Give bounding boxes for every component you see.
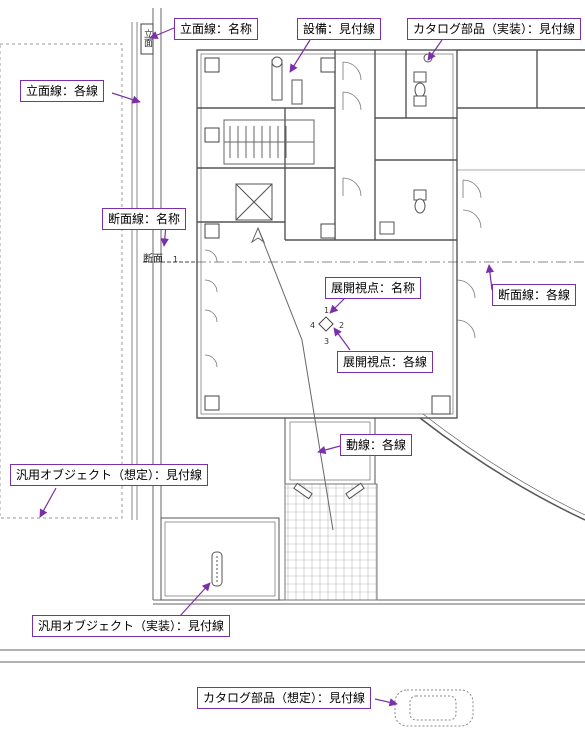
callout-equipment: 設備：見付線 — [297, 18, 382, 40]
section-mark: 断面 1 — [143, 252, 196, 265]
view-point-2: 2 — [339, 321, 344, 330]
callout-generic-actual: 汎用オブジェクト（実装）：見付線 — [32, 615, 231, 637]
columns — [204, 57, 451, 415]
callout-section-line: 断面線：各線 — [492, 284, 577, 306]
callout-section-name: 断面線：名称 — [102, 208, 187, 230]
section-mark-number: 1 — [173, 255, 178, 264]
equipment-pipes — [271, 56, 303, 105]
callout-catalog-assumed: カタログ部品（想定）：見付線 — [197, 687, 372, 709]
building-walls — [196, 49, 585, 419]
doors — [204, 61, 482, 368]
view-point-4: 4 — [310, 321, 315, 330]
callout-elevation-name: 立面線：名称 — [174, 18, 259, 40]
callout-view-line: 展開視点：各線 — [337, 351, 434, 373]
view-point-marker: 1 2 3 4 — [310, 306, 344, 346]
generic-object-actual — [160, 517, 280, 601]
elevation-mark: 立面 — [140, 23, 154, 55]
generic-object-assumed — [0, 43, 123, 519]
section-mark-label: 断面 — [143, 252, 163, 265]
elevation-mark-label: 立面 — [142, 28, 153, 48]
benches — [293, 482, 365, 500]
car-outline — [394, 689, 474, 727]
callout-catalog-actual: カタログ部品（実装）：見付線 — [407, 18, 582, 40]
tiled-approach — [284, 483, 378, 601]
view-point-3: 3 — [324, 337, 329, 346]
view-point-1: 1 — [324, 306, 329, 315]
callout-flow-line: 動線：各線 — [340, 434, 413, 456]
callout-elevation-line: 立面線：各線 — [20, 80, 105, 102]
callout-generic-assumed: 汎用オブジェクト（想定）：見付線 — [10, 464, 209, 486]
flow-line — [250, 226, 334, 531]
staircase — [223, 119, 315, 165]
callout-view-name: 展開視点：名称 — [325, 277, 422, 299]
curved-wall — [419, 417, 585, 521]
elevator — [235, 183, 273, 221]
